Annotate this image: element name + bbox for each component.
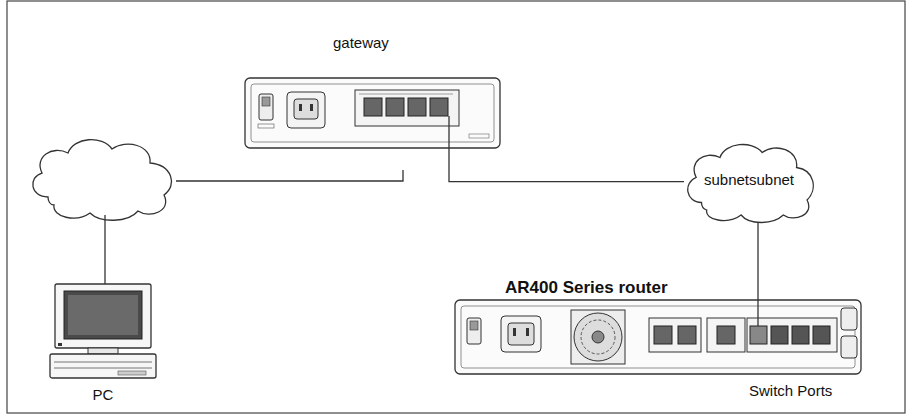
device-label: PC: [93, 386, 114, 404]
cloud-label: subnetsubnet: [704, 171, 794, 189]
frame-border: [7, 1, 905, 413]
network-cloud: [33, 140, 172, 221]
gateway-device: gateway: [245, 30, 500, 150]
router-device: AR400 Series routerSwitch Ports: [453, 278, 863, 402]
network-wire: [104, 215, 105, 284]
network-wire: [176, 170, 403, 181]
device-label: gateway: [333, 34, 389, 52]
network-cloud: subnetsubnet: [683, 140, 815, 220]
network-wire: [449, 150, 684, 182]
port-label: Switch Ports: [749, 382, 832, 400]
device-label: AR400 Series router: [505, 278, 668, 298]
pc-computer: PC: [48, 280, 158, 408]
network-wire: [757, 216, 758, 278]
